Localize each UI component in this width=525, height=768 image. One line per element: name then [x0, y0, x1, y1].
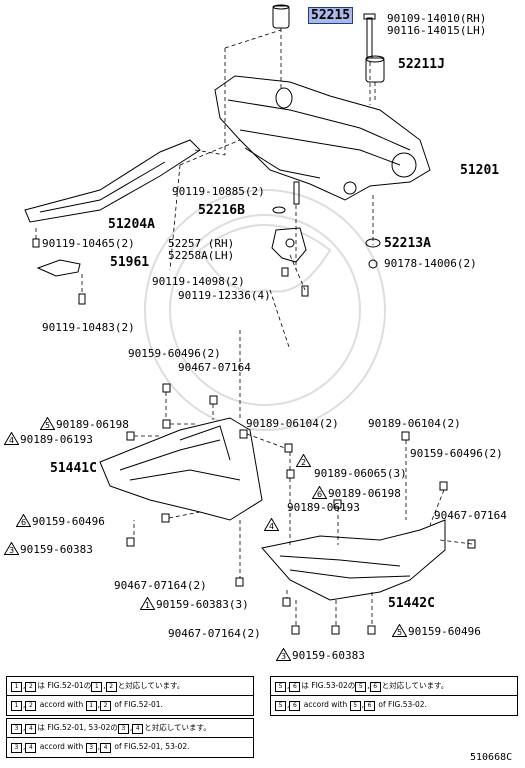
bolt-90109 — [363, 13, 376, 63]
part-label-90159-60496-top[interactable]: 90159-60496(2) — [128, 347, 221, 360]
watermark-emblem — [144, 189, 386, 431]
part-label-90467-07164-top[interactable]: 90467-07164 — [178, 361, 251, 374]
svg-text:4: 4 — [9, 436, 14, 445]
part-label-52257[interactable]: 52257 (RH) — [168, 237, 235, 250]
under-cover-51442c — [261, 519, 446, 601]
svg-text:3: 3 — [281, 652, 286, 661]
part-label-52213a[interactable]: 52213A — [384, 236, 431, 251]
svg-text:1: 1 — [145, 601, 150, 610]
part-label-51441c[interactable]: 51441C — [50, 461, 97, 476]
bushing-52211j — [365, 55, 385, 83]
svg-text:4: 4 — [269, 522, 274, 531]
part-label-90159-60496-right[interactable]: 90159-60496(2) — [410, 447, 503, 460]
part-label-90178[interactable]: 90178-14006(2) — [384, 257, 477, 270]
part-label-90467-07164-2b[interactable]: 90467-07164(2) — [168, 627, 261, 640]
diagram-code: 510668C — [470, 752, 513, 763]
part-label-51204a[interactable]: 51204A — [108, 217, 155, 232]
part-label-90189-06065-mark2[interactable]: 2 — [296, 454, 312, 468]
svg-text:3: 3 — [9, 546, 14, 555]
bolt-90119-14098 — [281, 267, 289, 277]
part-label-90189-06104-mid[interactable]: 90189-06104(2) — [246, 417, 339, 430]
washer-52216b — [272, 181, 300, 214]
svg-text:6: 6 — [317, 490, 322, 499]
part-label-51201[interactable]: 51201 — [460, 163, 500, 178]
part-label-90119-12336[interactable]: 90119-12336(4) — [178, 289, 271, 302]
part-label-52215[interactable]: 52215 — [308, 7, 354, 24]
part-label-90189-06065[interactable]: 90189-06065(3) — [314, 467, 407, 480]
part-label-90189-06193-right[interactable]: 90189-06193 — [287, 501, 360, 514]
part-label-90119-10483[interactable]: 90119-10483(2) — [42, 321, 135, 334]
part-label-90109[interactable]: 90109-14010(RH) — [387, 12, 487, 25]
nut-90178 — [368, 259, 378, 269]
bushing-52215 — [272, 4, 290, 29]
part-label-90467-07164-2a[interactable]: 90467-07164(2) — [114, 579, 207, 592]
note-row-en: 5,6 accord with 5,6 of FIG.53-02. — [271, 695, 517, 714]
leader-lines — [35, 28, 473, 626]
plate-51961 — [36, 259, 81, 277]
part-label-90119-10465[interactable]: 90119-10465(2) — [42, 237, 135, 250]
part-label-51442c[interactable]: 51442C — [388, 596, 435, 611]
crossmember-51201 — [214, 75, 431, 201]
svg-text:5: 5 — [397, 628, 402, 637]
svg-text:6: 6 — [21, 518, 26, 527]
part-label-90467-07164-right[interactable]: 90467-07164 — [434, 509, 507, 522]
part-label-90189-06104-right[interactable]: 90189-06104(2) — [368, 417, 461, 430]
svg-text:5: 5 — [45, 421, 50, 430]
note-row-en: 1,2 accord with 1,2 of FIG.52-01. — [7, 695, 253, 714]
part-label-90119-14098[interactable]: 90119-14098(2) — [152, 275, 245, 288]
bolt-90119-12336 — [301, 285, 309, 297]
part-label-90119-10885[interactable]: 90119-10885(2) — [172, 185, 265, 198]
note-row-en: 3,4 accord with 3,4 of FIG.52-01, 53-02. — [7, 737, 253, 756]
part-label-52258a[interactable]: 52258A(LH) — [168, 249, 235, 262]
part-label-51961[interactable]: 51961 — [110, 255, 150, 270]
bolt-90119-10483 — [78, 293, 86, 305]
bracket-52257 — [271, 227, 307, 263]
brace-51204a — [24, 139, 201, 223]
under-cover-51441c — [99, 417, 263, 521]
svg-text:2: 2 — [301, 458, 306, 467]
part-label-52216b[interactable]: 52216B — [198, 203, 245, 218]
part-label-mark4-right[interactable]: 4 — [264, 518, 280, 532]
part-label-90116[interactable]: 90116-14015(LH) — [387, 24, 487, 37]
bolt-90119-10465 — [32, 238, 40, 248]
part-label-52211j[interactable]: 52211J — [398, 57, 445, 72]
